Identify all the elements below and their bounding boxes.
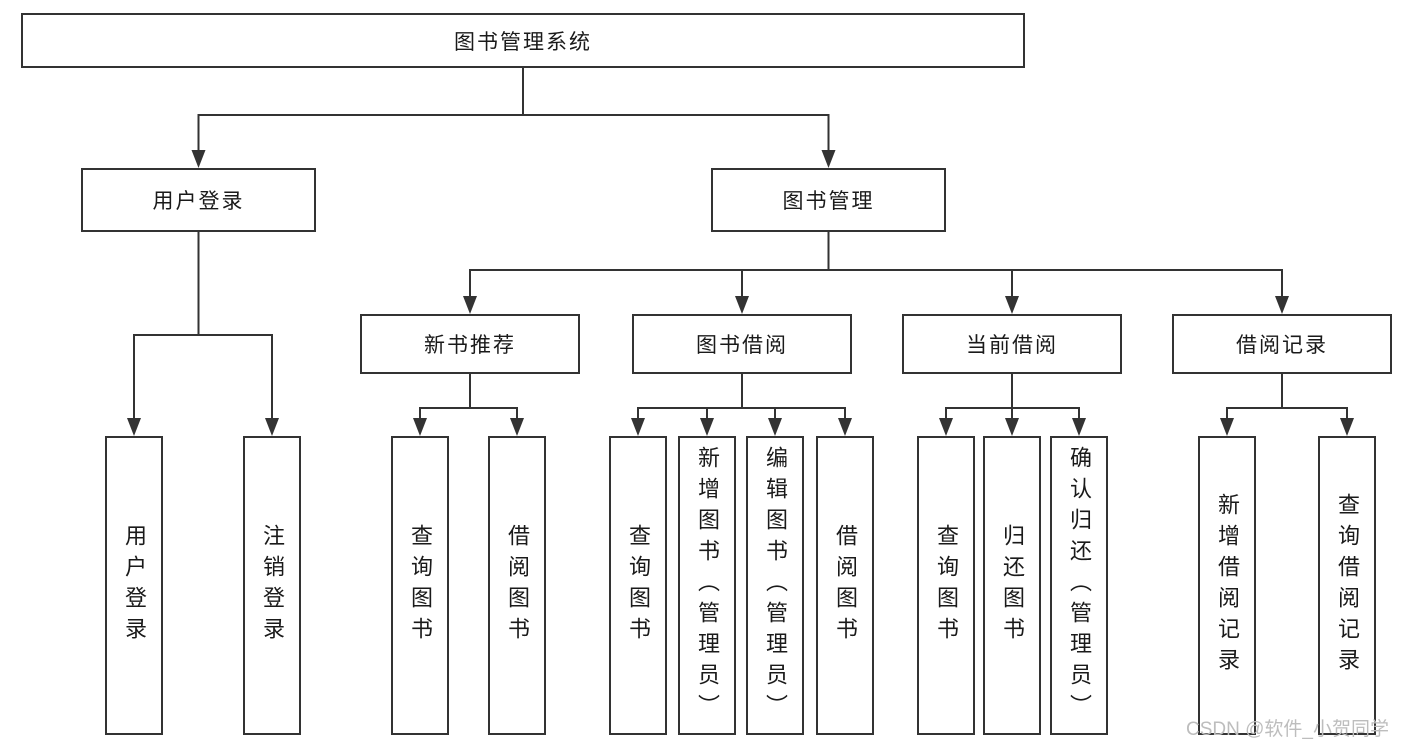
csdn-watermark: CSDN @软件_小贺同学 (1186, 719, 1389, 740)
leaf-borrow-query-books: 查询图书 (609, 436, 667, 735)
node-root-system: 图书管理系统 (21, 13, 1025, 68)
leaf-user-login: 用户登录 (105, 436, 163, 735)
leaf-add-borrow-record: 新增借阅记录 (1198, 436, 1256, 735)
leaf-current-query-books: 查询图书 (917, 436, 975, 735)
node-book-management: 图书管理 (711, 168, 946, 232)
leaf-add-books-admin: 新增图书（管理员） (678, 436, 736, 735)
node-current-borrow: 当前借阅 (902, 314, 1122, 374)
leaf-edit-books-admin: 编辑图书（管理员） (746, 436, 804, 735)
leaf-newbook-query-books: 查询图书 (391, 436, 449, 735)
leaf-return-books: 归还图书 (983, 436, 1041, 735)
node-book-borrow: 图书借阅 (632, 314, 852, 374)
leaf-borrow-books: 借阅图书 (816, 436, 874, 735)
node-user-login: 用户登录 (81, 168, 316, 232)
node-new-book-recommend: 新书推荐 (360, 314, 580, 374)
leaf-confirm-return-admin: 确认归还（管理员） (1050, 436, 1108, 735)
leaf-query-borrow-record: 查询借阅记录 (1318, 436, 1376, 735)
node-borrow-record: 借阅记录 (1172, 314, 1392, 374)
leaf-newbook-borrow-books: 借阅图书 (488, 436, 546, 735)
leaf-logout: 注销登录 (243, 436, 301, 735)
